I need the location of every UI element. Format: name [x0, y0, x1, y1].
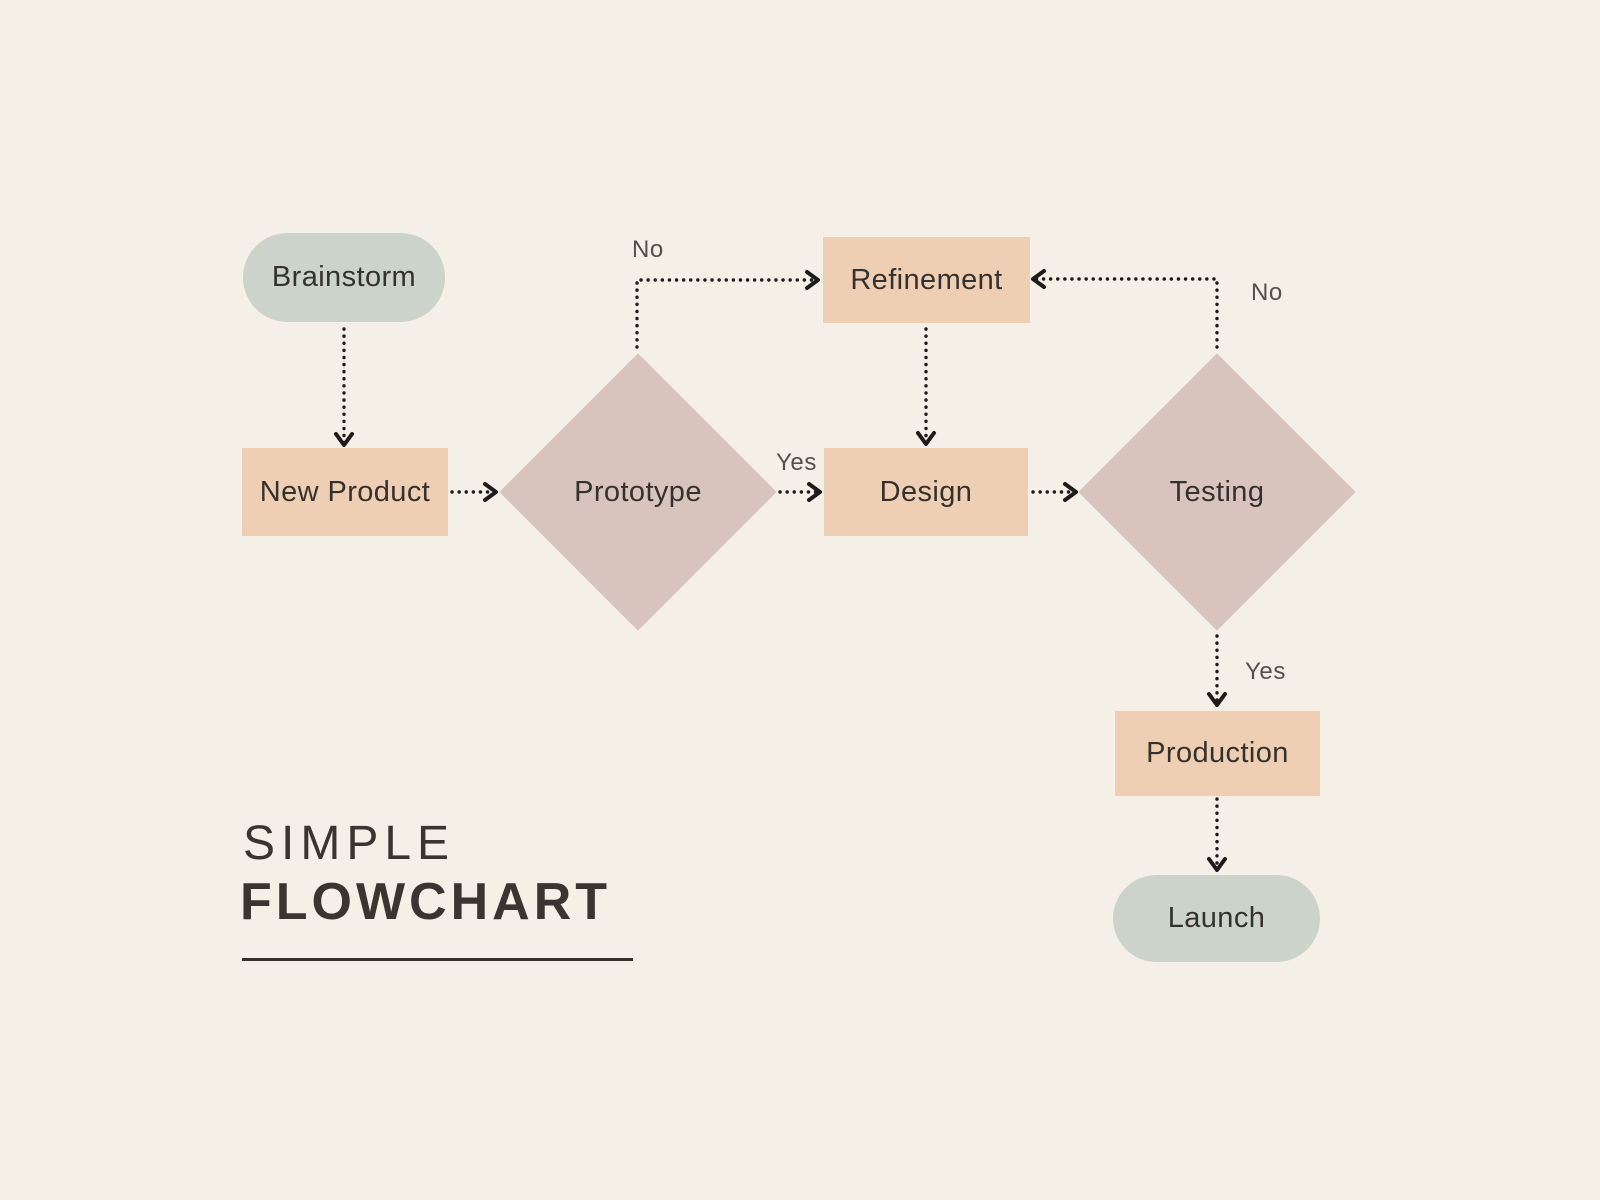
node-launch: Launch — [1113, 875, 1320, 962]
page-title-line1: SIMPLE — [243, 817, 456, 870]
edge-label-prototype-no: No — [632, 236, 664, 263]
node-production-label: Production — [1146, 737, 1289, 769]
node-new-product: New Product — [242, 448, 448, 536]
title-underline — [242, 958, 633, 961]
node-brainstorm: Brainstorm — [243, 233, 445, 322]
node-testing: Testing — [1117, 462, 1317, 522]
edge-label-testing-no: No — [1251, 279, 1283, 306]
page-title-line2: FLOWCHART — [240, 873, 612, 931]
node-prototype: Prototype — [538, 462, 738, 522]
node-brainstorm-label: Brainstorm — [271, 261, 417, 293]
node-refinement: Refinement — [823, 237, 1030, 323]
edge-label-prototype-yes: Yes — [776, 449, 817, 476]
node-prototype-label: Prototype — [574, 475, 702, 508]
edge-label-testing-yes: Yes — [1245, 658, 1286, 685]
node-design: Design — [824, 448, 1028, 536]
node-testing-label: Testing — [1169, 475, 1265, 508]
node-design-label: Design — [879, 475, 973, 508]
edge-testing-to-refinement-no — [1031, 269, 1219, 349]
node-new-product-label: New Product — [259, 475, 431, 508]
node-production: Production — [1115, 711, 1320, 796]
edge-prototype-to-refinement-no — [635, 270, 820, 349]
node-launch-label: Launch — [1167, 902, 1266, 934]
node-refinement-label: Refinement — [850, 263, 1003, 296]
